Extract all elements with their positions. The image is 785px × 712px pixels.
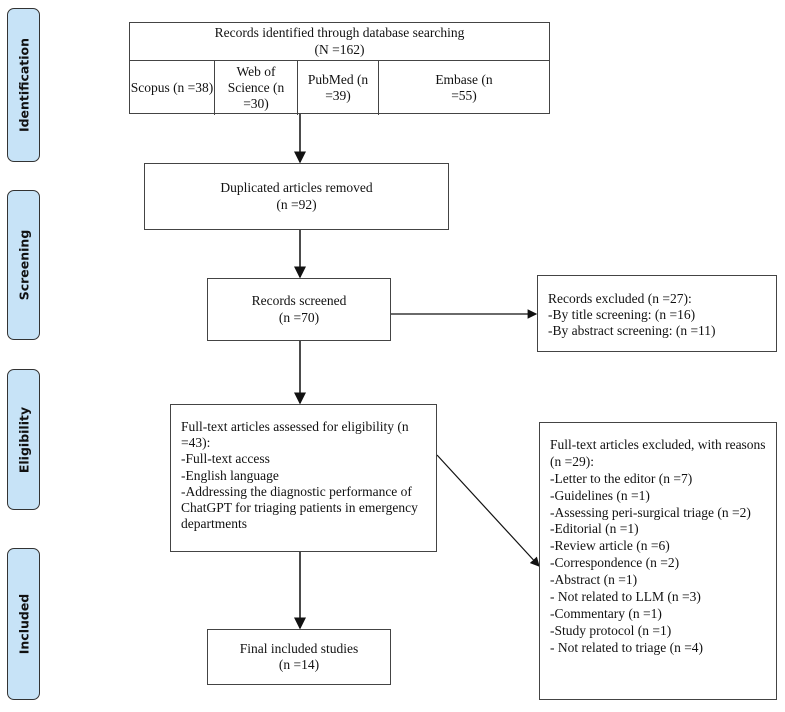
identification-title: Records identified through database sear… — [214, 25, 465, 41]
stage-identification: Identification — [7, 8, 40, 162]
included-title: Final included studies — [239, 640, 359, 656]
identification-total: (N =162) — [314, 41, 365, 57]
duplicates-title: Duplicated articles removed — [220, 180, 373, 196]
stage-included: Included — [7, 548, 40, 700]
excluded-fulltext-box: Full-text articles excluded, with reason… — [539, 422, 777, 700]
source-embase: Embase (n =55) — [435, 71, 493, 103]
reason: -Study protocol (n =1) — [550, 622, 672, 638]
reason: -Letter to the editor (n =7) — [550, 470, 693, 486]
source-pubmed: PubMed (n =39) — [298, 61, 379, 115]
reason: - Not related to LLM (n =3) — [550, 588, 701, 604]
duplicates-count: (n =92) — [276, 196, 317, 212]
criterion: -English language — [181, 467, 279, 483]
included-box: Final included studies (n =14) — [207, 629, 391, 685]
source-scopus: Scopus (n =38) — [130, 61, 215, 115]
criterion: -Full-text access — [181, 451, 270, 467]
excluded-screening-title: Records excluded (n =27): — [548, 291, 692, 306]
arrow — [436, 454, 540, 567]
reason: -Editorial (n =1) — [550, 521, 639, 537]
criterion: -Addressing the diagnostic performance o… — [181, 483, 418, 532]
reason: -Correspondence (n =2) — [550, 555, 680, 571]
reason: -Review article (n =6) — [550, 538, 670, 554]
duplicates-box: Duplicated articles removed (n =92) — [144, 163, 449, 230]
identification-box: Records identified through database sear… — [129, 22, 550, 115]
included-count: (n =14) — [278, 657, 320, 672]
reason: -By abstract screening: (n =11) — [548, 323, 716, 339]
excluded-fulltext-title: Full-text articles excluded, with reason… — [550, 437, 766, 469]
reason: -By title screening: (n =16) — [548, 307, 696, 323]
stage-eligibility: Eligibility — [7, 369, 40, 510]
source-web-of-science: Web of Science (n =30) — [215, 61, 298, 115]
reason: -Abstract (n =1) — [550, 572, 638, 587]
reason: -Commentary (n =1) — [550, 605, 662, 621]
reason: - Not related to triage (n =4) — [550, 639, 704, 655]
screened-box: Records screened (n =70) — [207, 278, 391, 341]
reason: -Assessing peri-surgical triage (n =2) — [550, 504, 751, 520]
reason: -Guidelines (n =1) — [550, 487, 650, 503]
stage-screening: Screening — [7, 190, 40, 340]
excluded-screening-box: Records excluded (n =27): -By title scre… — [537, 275, 777, 352]
screened-title: Records screened — [251, 293, 347, 309]
eligibility-box: Full-text articles assessed for eligibil… — [170, 404, 437, 552]
eligibility-title: Full-text articles assessed for eligibil… — [181, 419, 409, 451]
screened-count: (n =70) — [278, 309, 320, 325]
